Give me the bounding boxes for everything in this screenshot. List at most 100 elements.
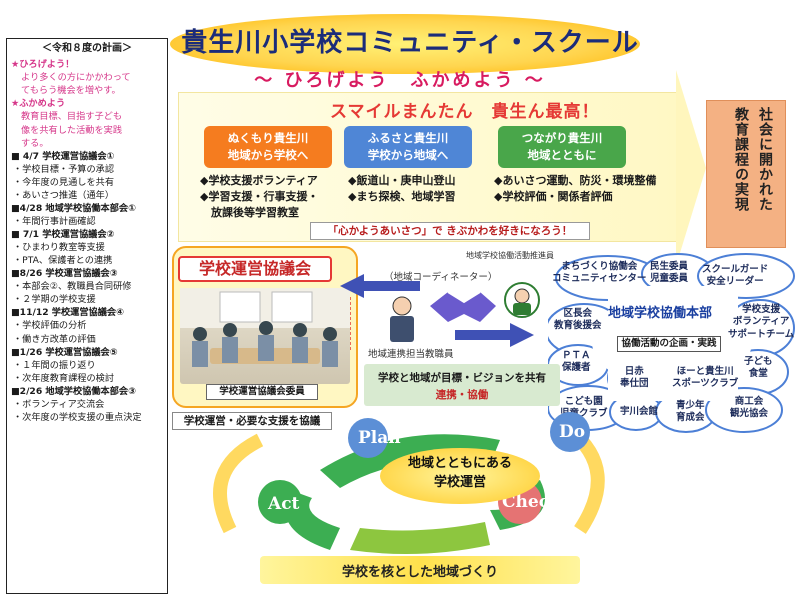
do-circle [550,412,590,452]
plan-line: ・今年度の見通しを共有 [13,176,115,188]
plan-line: ■8/26 学校運営協議会③ [11,268,118,280]
core-text: 地域とともにある 学校運営 [380,455,540,493]
node-nisseki: 日赤 奉仕団 [620,366,649,391]
node-line: 学校支援 [742,304,781,315]
plan-line: ■ 4/7 学校運営協議会① [11,150,115,162]
plan-panel: ＜令和８度の計画＞ ★ひろげよう！ より多くの方にかかわって てもらう機会を増や… [6,38,168,594]
plan-line: する。 [21,137,49,149]
coordinator-label: （地域コーディネーター） [384,272,498,283]
pdca-act: Act [268,494,300,514]
node-line: スポーツクラブ [672,378,739,390]
plan-line: ・次年度の学校支援の重点決定 [13,411,142,423]
bullet: ◆学習支援・行事支援・ [200,189,319,203]
node-kodomo-shokudo: 子ども 食堂 [744,356,773,381]
curriculum-text-1: 社会に開かれた [757,107,773,212]
plan-line: ・１年間の振り返り [13,359,96,371]
band-arrow-head [676,70,706,266]
plan-line: ★ひろげよう！ [11,59,75,71]
node-line: スクールガード [702,264,769,275]
plan-circle [348,418,388,458]
pillar-bullets-nukumori: ◆学校支援ボランティア ◆学習支援・行事支援・ 放課後等学習教室 [200,173,318,221]
act-circle [258,480,302,524]
plan-line: ・働き方改革の評価 [13,333,96,345]
network-center-sub: 協働活動の企画・実践 [617,336,721,352]
node-line: ボランティア [732,316,790,328]
plan-line: てもらう機会を増やす。 [21,85,121,97]
page-title: 貴生川小学校コミュニティ・スクール [181,28,639,58]
node-pta: ＰＴＡ 保護者 [562,350,591,375]
node-line: 子ども [744,356,773,367]
node-shokokai: 商工会 観光協会 [730,396,768,421]
pillar-box-nukumori: ぬくもり貴生川 地域から学校へ [204,126,332,168]
bullet: 放課後等学習教室 [200,205,299,219]
plan-title: ＜令和８度の計画＞ [42,43,132,54]
plan-line: ■ 7/1 学校運営協議会② [11,229,115,240]
bullet: ◆あいさつ運動、防災・環境整備 [494,174,657,187]
plan-line: ■2/26 地域学校協働本部会③ [11,385,136,397]
node-kuchokai: 区長会 教育後援会 [554,308,602,333]
council-photo [180,288,350,384]
node-minsei: 民生委員 児童委員 [650,261,688,286]
node-sportsclub: ほーと貴生川 スポーツクラブ [672,366,738,391]
plan-line: ・２学期の学校支援 [13,294,96,306]
node-line: 民生委員 [650,261,689,272]
shared-vision-line2: 連携・協働 [435,388,489,401]
pillar-bullets-tsunagari: ◆あいさつ運動、防災・環境整備 ◆学校評価・関係者評価 [494,173,656,205]
core-line2: 学校運営 [433,474,486,490]
handshake-icon [430,291,496,322]
shared-vision-box [364,364,560,406]
pillar-title: ぬくもり貴生川 [227,131,309,145]
network-cloud [548,253,795,433]
node-line: 日赤 [624,366,644,377]
pillar-subtitle: 学校から地域へ [367,147,449,162]
promoter-label: 地域学校協働活動推進員 [466,251,554,260]
node-kodomoen: こども園 児童クラブ [560,396,608,421]
pillar-subtitle: 地域とともに [527,147,597,162]
core-line1: 地域とともにある [407,456,512,471]
node-line: 青少年 [676,400,705,411]
node-line: 宇川会館 [620,406,659,417]
plan-line: ・ボランティア交流会 [13,398,105,410]
node-line: 奉仕団 [620,378,649,390]
node-schoolguard: スクールガード 安全リーダー [702,264,768,289]
node-line: こども園 [564,396,603,407]
bullet: ◆学校評価・関係者評価 [494,189,613,203]
pillar-bullets-furusato: ◆飯道山・庚申山登山 ◆まち探検、地域学習 [348,173,455,205]
plan-line: 像を共有した活動を実践 [21,124,123,136]
node-seishonen: 青少年 育成会 [676,400,705,425]
council-photo-label: 学校運営協議会委員 [206,384,318,400]
subtitle: ～ ひろげよう ふかめよう ～ [254,70,546,91]
greeting-slogan: 「心かようあいさつ」で きぶかわを好きになろう！ [310,222,590,240]
node-line: 観光協会 [730,408,769,420]
plan-line: ・ひまわり教室等支援 [13,242,105,254]
plan-line: ★ふかめよう [11,98,66,110]
node-line: 児童クラブ [560,408,608,420]
pillar-subtitle: 地域から学校へ [227,147,309,162]
plan-line: ■1/26 学校運営協議会⑤ [11,346,118,358]
title-ellipse [170,14,640,74]
bullet: ◆飯道山・庚申山登山 [348,174,456,187]
pdca-plan: Plan [358,428,401,448]
node-line: 教育後援会 [554,320,602,332]
coordination-arrows [340,274,534,347]
plan-line: ■11/12 学校運営協議会④ [11,307,124,319]
pillar-title: つながり貴生川 [521,131,603,145]
node-line: 児童委員 [650,273,689,285]
plan-line: ・次年度教育課程の検討 [13,372,115,384]
node-line: 商工会 [734,396,764,407]
node-machizukuri: まちづくり協働会 コミュニティセンター [552,261,646,286]
node-volunteer: 学校支援 ボランティア サポートチーム [728,304,794,341]
pillar-title: ふるさと貴生川 [367,131,449,145]
node-line: コミュニティセンター [552,273,647,285]
node-line: ほーと貴生川 [676,366,734,377]
plan-line: ・本部会②、教職員合同研修 [13,281,132,293]
node-line: ＰＴＡ [562,350,591,361]
node-line: 食堂 [748,368,768,380]
staff-person-icon [390,296,414,342]
node-line: まちづくり協働会 [561,261,638,272]
staff-label: 地域連携担当教職員 [368,349,454,360]
plan-line: ・あいさつ推進（通年） [13,189,115,201]
network-center: 地域学校協働本部 [608,306,713,321]
node-line: 育成会 [676,412,705,424]
node-line: 区長会 [563,308,593,319]
